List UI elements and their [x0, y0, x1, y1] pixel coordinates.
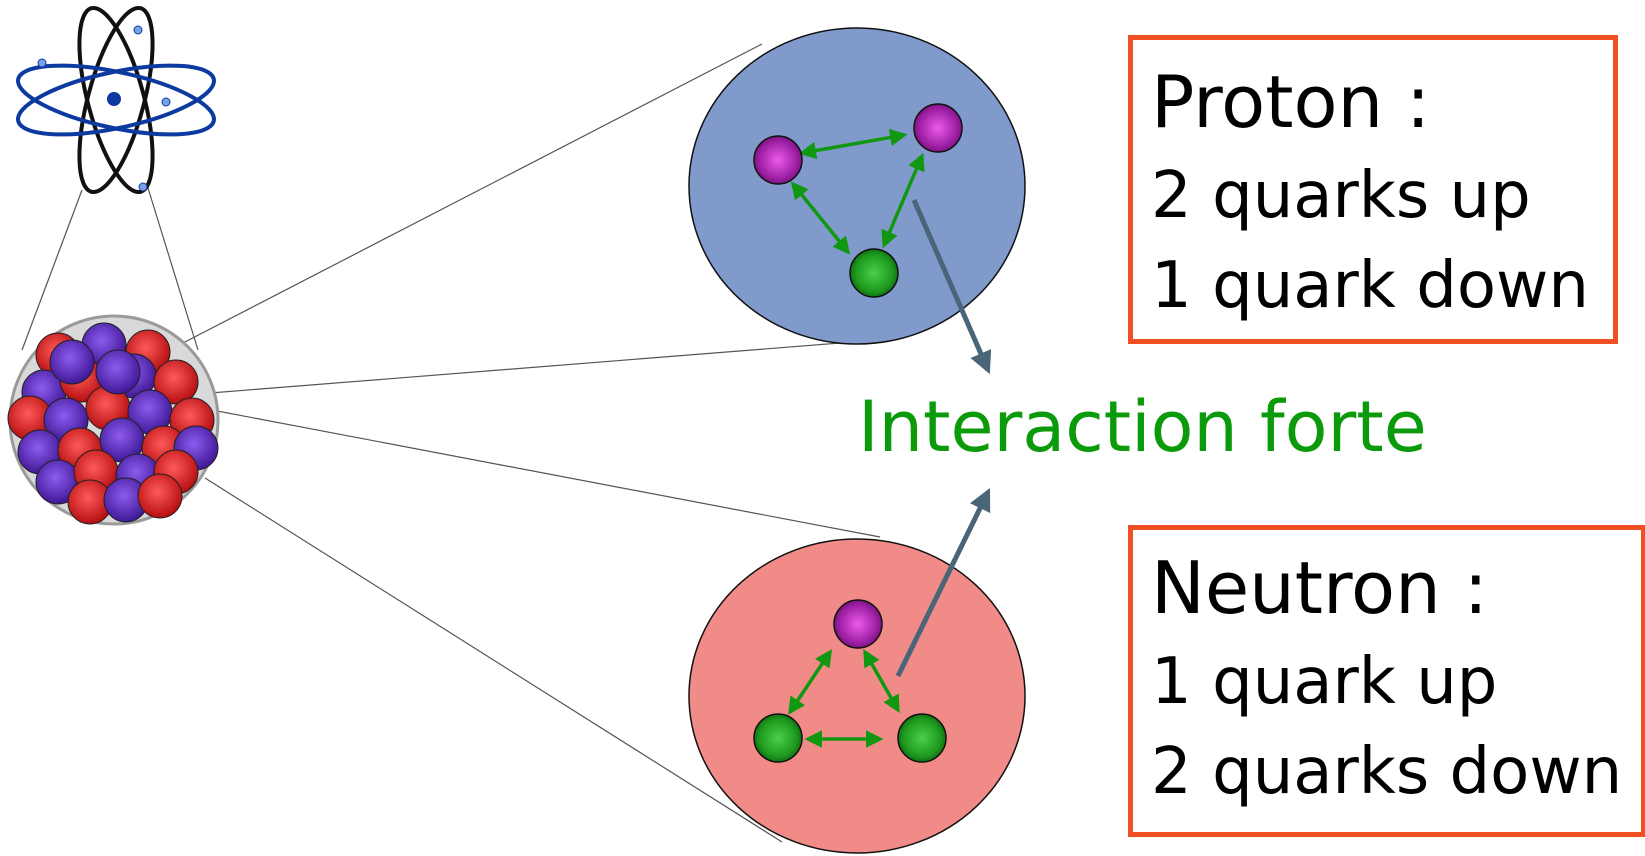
nucleon-neutron — [95, 349, 141, 395]
pointer-arrow-neutron — [895, 487, 991, 678]
interaction-label: Interaction forte — [858, 386, 1427, 468]
quark-down — [753, 713, 803, 763]
neutron-circle — [688, 538, 1026, 854]
neutron-line-1: 1 quark up — [1151, 645, 1498, 719]
quark-down — [849, 248, 899, 298]
gluon-arrow — [798, 128, 908, 160]
proton-info-box: Proton : 2 quarks up 1 quark down — [1128, 35, 1618, 344]
quark-up — [753, 135, 803, 185]
nucleon-proton — [137, 473, 183, 519]
atom-electron — [138, 182, 148, 192]
nucleon-neutron — [49, 339, 95, 385]
gluon-arrow — [863, 648, 900, 714]
zoom-line-neutron-bottom — [204, 477, 783, 843]
neutron-info-box: Neutron : 1 quark up 2 quarks down — [1128, 525, 1645, 837]
quark-down — [897, 713, 947, 763]
atom-electron — [37, 58, 47, 68]
neutron-title: Neutron : — [1151, 546, 1488, 630]
neutron-diagram — [688, 538, 1026, 854]
atom-orbit-black-1 — [77, 5, 155, 195]
atom-icon — [16, 5, 216, 195]
gluon-arrow — [790, 181, 851, 255]
proton-diagram — [688, 27, 1026, 345]
atom-electron — [161, 97, 171, 107]
atom-orbit-black-2 — [77, 5, 155, 195]
atom-core — [107, 92, 121, 106]
nucleon-proton — [153, 359, 199, 405]
zoom-line-proton-top — [149, 43, 763, 361]
zoom-line-atom-right — [147, 187, 199, 351]
proton-title: Proton : — [1151, 60, 1431, 144]
proton-line-2: 1 quark down — [1151, 249, 1589, 323]
zoom-line-neutron-top — [211, 409, 881, 538]
zoom-lines — [21, 43, 881, 843]
quark-up — [913, 103, 963, 153]
nucleus — [7, 314, 220, 526]
nucleons — [7, 322, 219, 525]
atom-electron — [133, 25, 143, 35]
zoom-line-proton-bottom — [209, 339, 879, 394]
quark-up — [833, 599, 883, 649]
atom-orbit-blue-1 — [16, 63, 216, 137]
pointer-arrow-proton — [911, 199, 992, 375]
proton-line-1: 2 quarks up — [1151, 159, 1531, 233]
neutron-line-2: 2 quarks down — [1151, 735, 1623, 809]
gluon-arrow — [788, 649, 832, 715]
gluon-arrow — [881, 152, 925, 249]
proton-circle — [688, 27, 1026, 345]
atom-orbit-blue-2 — [16, 63, 216, 137]
zoom-line-atom-left — [21, 189, 83, 351]
